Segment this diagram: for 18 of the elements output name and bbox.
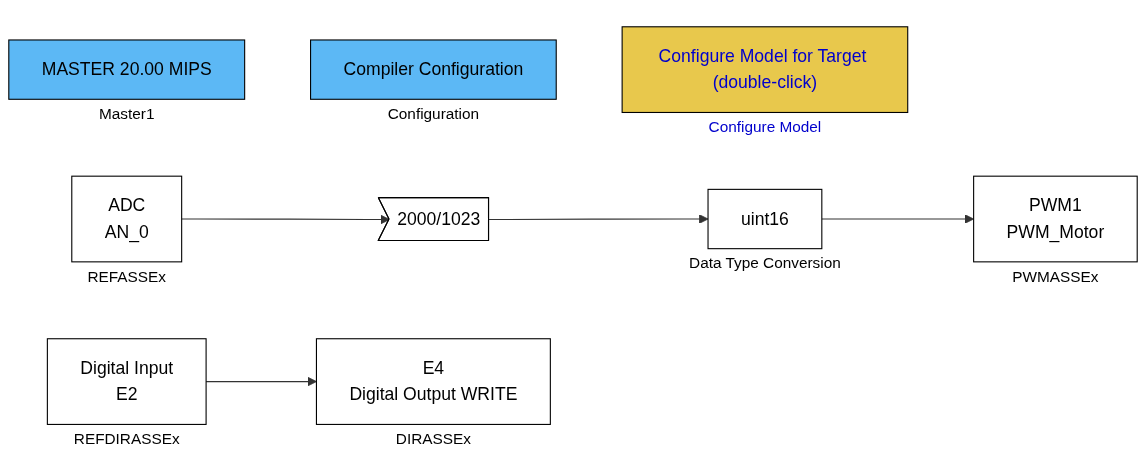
node-box: Digital Input E2 [46, 338, 207, 426]
node-box: E4 Digital Output WRITE [315, 338, 551, 426]
block-name: DIRASSEx [395, 430, 471, 448]
block-name: Master1 [99, 105, 155, 123]
block-name: PWMASSEx [1012, 268, 1099, 285]
node-box: MASTER 20.00 MIPS [8, 39, 246, 101]
block-name: Data Type Conversion [689, 254, 841, 272]
block-name: REFASSEx [87, 268, 166, 285]
node-box: PWM1 PWM_Motor [973, 176, 1138, 263]
arrow [488, 214, 709, 225]
block-name: Configure Model [708, 118, 822, 136]
block-name: Configuration [387, 105, 480, 123]
node-box: Configure Model for Target (double-click) [621, 26, 909, 114]
node-box: uint16 [707, 189, 823, 250]
node-box: Compiler Configuration [310, 39, 557, 101]
block-name: REFDIRASSEx [73, 430, 180, 448]
node-box: ADC AN_0 [71, 176, 183, 263]
arrow [181, 215, 390, 225]
